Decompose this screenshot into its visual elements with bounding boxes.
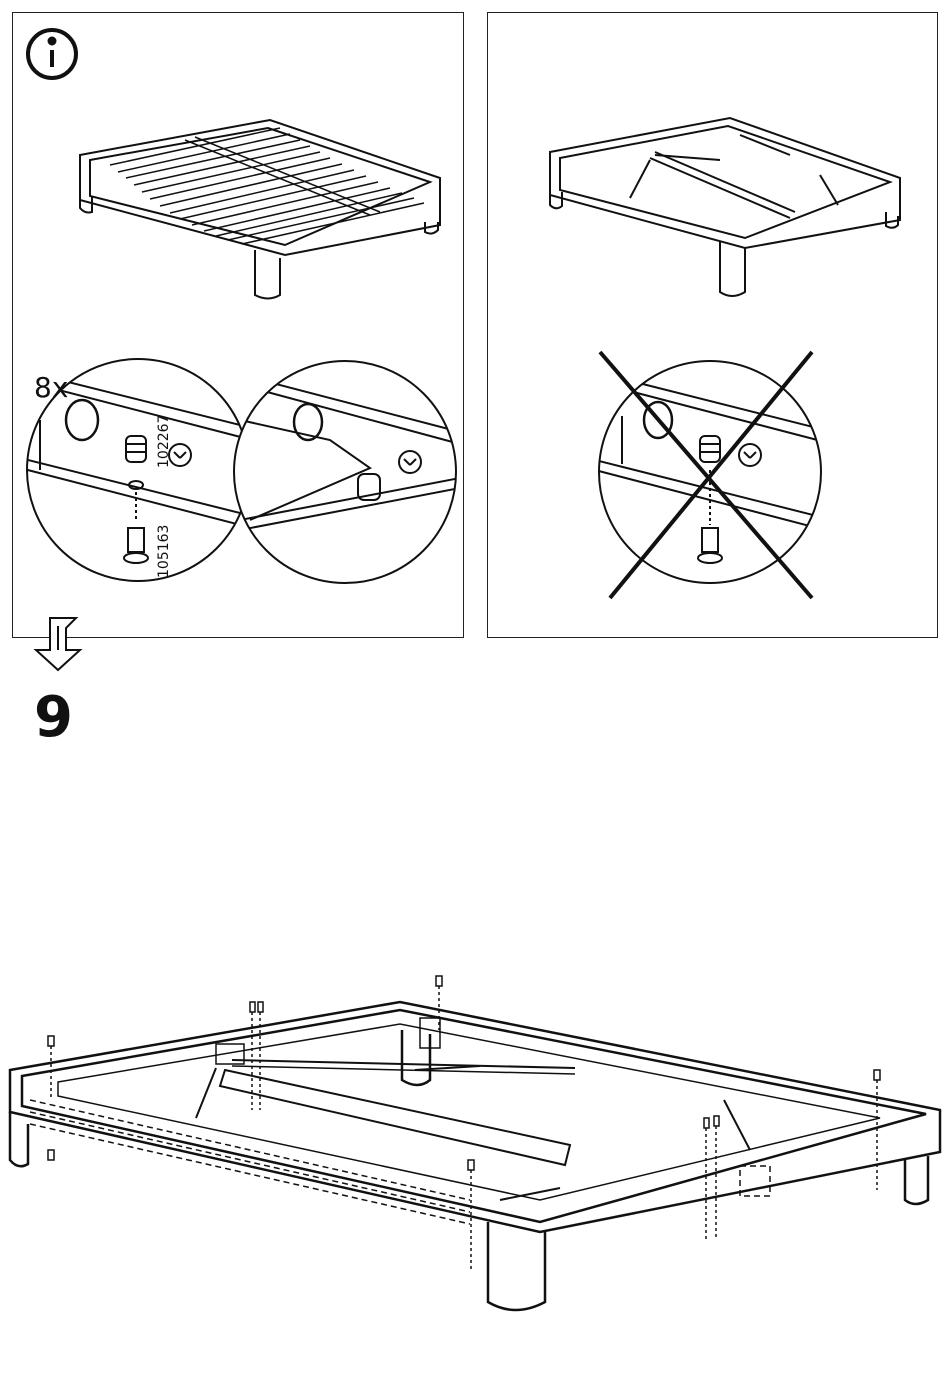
screw-part-number: 105163 (156, 525, 172, 578)
bed-frame-illustration (550, 118, 900, 296)
pin-part-number: 102267 (156, 415, 172, 468)
bed-with-slats-illustration (80, 120, 440, 299)
info-icon (28, 30, 76, 78)
quantity-label: 8x (34, 374, 68, 402)
next-step-arrow-icon (36, 618, 80, 670)
bed-frame-assembly-illustration (10, 976, 940, 1310)
step-number: 9 (34, 690, 73, 746)
detail-circle-wrong (595, 361, 825, 583)
detail-circle-pin-inserted (230, 361, 460, 583)
